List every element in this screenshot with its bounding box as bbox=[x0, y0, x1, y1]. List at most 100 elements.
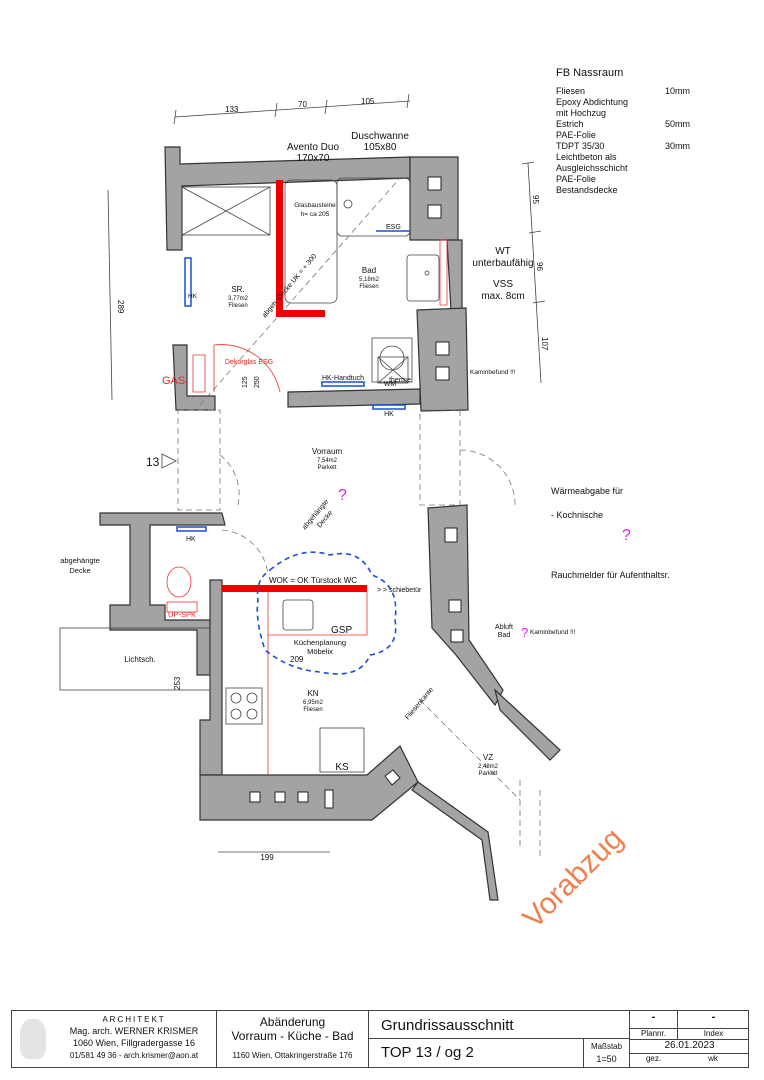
svg-text:Rauchmelder für Aufenthaltsr.: Rauchmelder für Aufenthaltsr. bbox=[551, 570, 670, 580]
svg-text:96: 96 bbox=[535, 262, 544, 271]
wall-shaft-right bbox=[416, 307, 469, 412]
drawing-title: Grundrissausschnitt bbox=[369, 1011, 629, 1039]
architect-address: 1060 Wien, Fillgradergasse 16 bbox=[72, 1038, 196, 1048]
svg-text:HK: HK bbox=[384, 411, 394, 418]
date: 26.01.2023 bbox=[629, 1039, 749, 1053]
svg-text:Bad: Bad bbox=[362, 266, 376, 275]
wall-kitchen-bottom bbox=[199, 745, 419, 821]
svg-text:FB Nassraum: FB Nassraum bbox=[556, 67, 623, 79]
scale-cell: Maßstab 1=50 bbox=[583, 1039, 629, 1067]
svg-text:6,95m2: 6,95m2 bbox=[303, 700, 324, 706]
svg-text:209: 209 bbox=[290, 655, 304, 664]
revision-cloud bbox=[256, 551, 397, 675]
svg-text:Möbelix: Möbelix bbox=[307, 647, 333, 656]
svg-text:105: 105 bbox=[361, 97, 375, 106]
svg-text:abgehängte: abgehängte bbox=[60, 556, 100, 565]
svg-text:HK-Handtuch: HK-Handtuch bbox=[322, 375, 364, 382]
svg-text:PAE-Folie: PAE-Folie bbox=[556, 130, 596, 140]
svg-text:289: 289 bbox=[116, 300, 125, 314]
svg-text:Ausgleichsschicht: Ausgleichsschicht bbox=[556, 163, 628, 173]
index-value: - bbox=[677, 1011, 749, 1028]
svg-text:Bestandsdecke: Bestandsdecke bbox=[556, 185, 618, 195]
architect-contact: 01/581 49 36 - arch.krismer@aon.at bbox=[69, 1051, 199, 1060]
svg-text:Abluft: Abluft bbox=[495, 624, 513, 631]
glass-block-wall bbox=[276, 180, 325, 317]
radiators bbox=[176, 230, 410, 532]
svg-text:133: 133 bbox=[225, 105, 239, 114]
svg-text:WT: WT bbox=[495, 246, 511, 257]
svg-text:abgeh. Decke UK = + 300: abgeh. Decke UK = + 300 bbox=[261, 253, 318, 319]
ceiling-line bbox=[199, 177, 401, 406]
plan-number: - bbox=[629, 1011, 677, 1028]
red-outlines bbox=[166, 239, 448, 775]
svg-text:Küchenplanung: Küchenplanung bbox=[294, 638, 346, 647]
drawn-by: wk bbox=[677, 1053, 749, 1067]
scale-value: 1=50 bbox=[596, 1054, 617, 1064]
svg-text:therme: therme bbox=[389, 377, 411, 384]
svg-text:Dekorglas ESG: Dekorglas ESG bbox=[225, 359, 273, 366]
svg-text:UP-SPK: UP-SPK bbox=[168, 610, 196, 619]
svg-text:KS: KS bbox=[335, 762, 349, 773]
svg-text:Fliesenkante: Fliesenkante bbox=[404, 686, 435, 721]
svg-text:VZ: VZ bbox=[483, 753, 493, 762]
wall-bath-left bbox=[172, 344, 216, 411]
svg-text:Parkett: Parkett bbox=[478, 771, 497, 777]
svg-text:?: ? bbox=[338, 487, 347, 504]
chimney-flues bbox=[249, 176, 464, 809]
wall-shaft-top bbox=[409, 156, 459, 241]
svg-text:30mm: 30mm bbox=[665, 141, 690, 151]
svg-text:VSS: VSS bbox=[493, 279, 513, 290]
svg-text:253: 253 bbox=[173, 676, 182, 690]
svg-text:Fliesen: Fliesen bbox=[303, 707, 322, 713]
wall-bath-bottom bbox=[287, 388, 421, 408]
svg-text:70: 70 bbox=[298, 100, 307, 109]
svg-text:Glasbausteine: Glasbausteine bbox=[294, 202, 336, 209]
svg-text:PAE-Folie: PAE-Folie bbox=[556, 174, 596, 184]
svg-text:mit Hochzug: mit Hochzug bbox=[556, 108, 606, 118]
svg-text:5,18m2: 5,18m2 bbox=[359, 277, 380, 283]
doors bbox=[177, 409, 541, 860]
plan-labels: Avento Duo 170x70 Duschwanne 105x80 Glas… bbox=[60, 131, 576, 862]
svg-text:KN: KN bbox=[307, 689, 318, 698]
notes: Wärmeabgabe für - Kochnische ? Rauchmeld… bbox=[551, 486, 670, 580]
svg-text:GAS: GAS bbox=[162, 375, 185, 387]
svg-text:170x70: 170x70 bbox=[297, 153, 330, 164]
svg-text:TDPT 35/30: TDPT 35/30 bbox=[556, 141, 604, 151]
svg-text:ESG: ESG bbox=[386, 224, 401, 231]
plan-number-label: Plannr. bbox=[629, 1028, 677, 1039]
wall-vz-bottom bbox=[411, 781, 499, 901]
wall-wc bbox=[99, 512, 226, 676]
svg-text:h= ca 205: h= ca 205 bbox=[301, 211, 330, 218]
svg-text:7,54m2: 7,54m2 bbox=[317, 458, 338, 464]
svg-text:2,48m2: 2,48m2 bbox=[478, 764, 499, 770]
svg-text:13: 13 bbox=[146, 455, 160, 469]
architect-name: Mag. arch. WERNER KRISMER bbox=[69, 1026, 199, 1036]
dimension-right: 95 96 107 bbox=[521, 161, 549, 384]
svg-text:10mm: 10mm bbox=[665, 86, 690, 96]
svg-text:WOK = OK Türstock WC: WOK = OK Türstock WC bbox=[269, 576, 357, 585]
svg-text:Leichtbeton als: Leichtbeton als bbox=[556, 152, 617, 162]
svg-text:Lichtsch.: Lichtsch. bbox=[124, 655, 156, 664]
svg-text:max. 8cm: max. 8cm bbox=[481, 291, 524, 302]
project-line-2: Vorraum - Küche - Bad bbox=[231, 1029, 354, 1043]
wall-bath-right bbox=[446, 239, 463, 311]
scale-label: Maßstab bbox=[590, 1042, 623, 1051]
svg-text:SR.: SR. bbox=[231, 285, 244, 294]
wok-bar bbox=[222, 585, 367, 592]
svg-text:GSP: GSP bbox=[331, 625, 352, 636]
svg-text:3,77m2: 3,77m2 bbox=[228, 296, 249, 302]
svg-text:199: 199 bbox=[260, 853, 274, 862]
svg-text:Avento Duo: Avento Duo bbox=[287, 142, 340, 153]
svg-text:Bad: Bad bbox=[498, 632, 511, 639]
eagle-emblem bbox=[20, 1019, 46, 1059]
architect-block: ARCHITEKT Mag. arch. WERNER KRISMER 1060… bbox=[12, 1011, 217, 1067]
svg-text:unterbaufähig: unterbaufähig bbox=[472, 258, 533, 269]
index-label: Index bbox=[677, 1028, 749, 1039]
svg-text:WM: WM bbox=[384, 381, 397, 388]
svg-text:?: ? bbox=[622, 527, 631, 544]
svg-text:- Kochnische: - Kochnische bbox=[551, 510, 603, 520]
wall-bath-top bbox=[164, 146, 411, 251]
project-address: 1160 Wien, Ottakringerstraße 176 bbox=[232, 1051, 353, 1060]
